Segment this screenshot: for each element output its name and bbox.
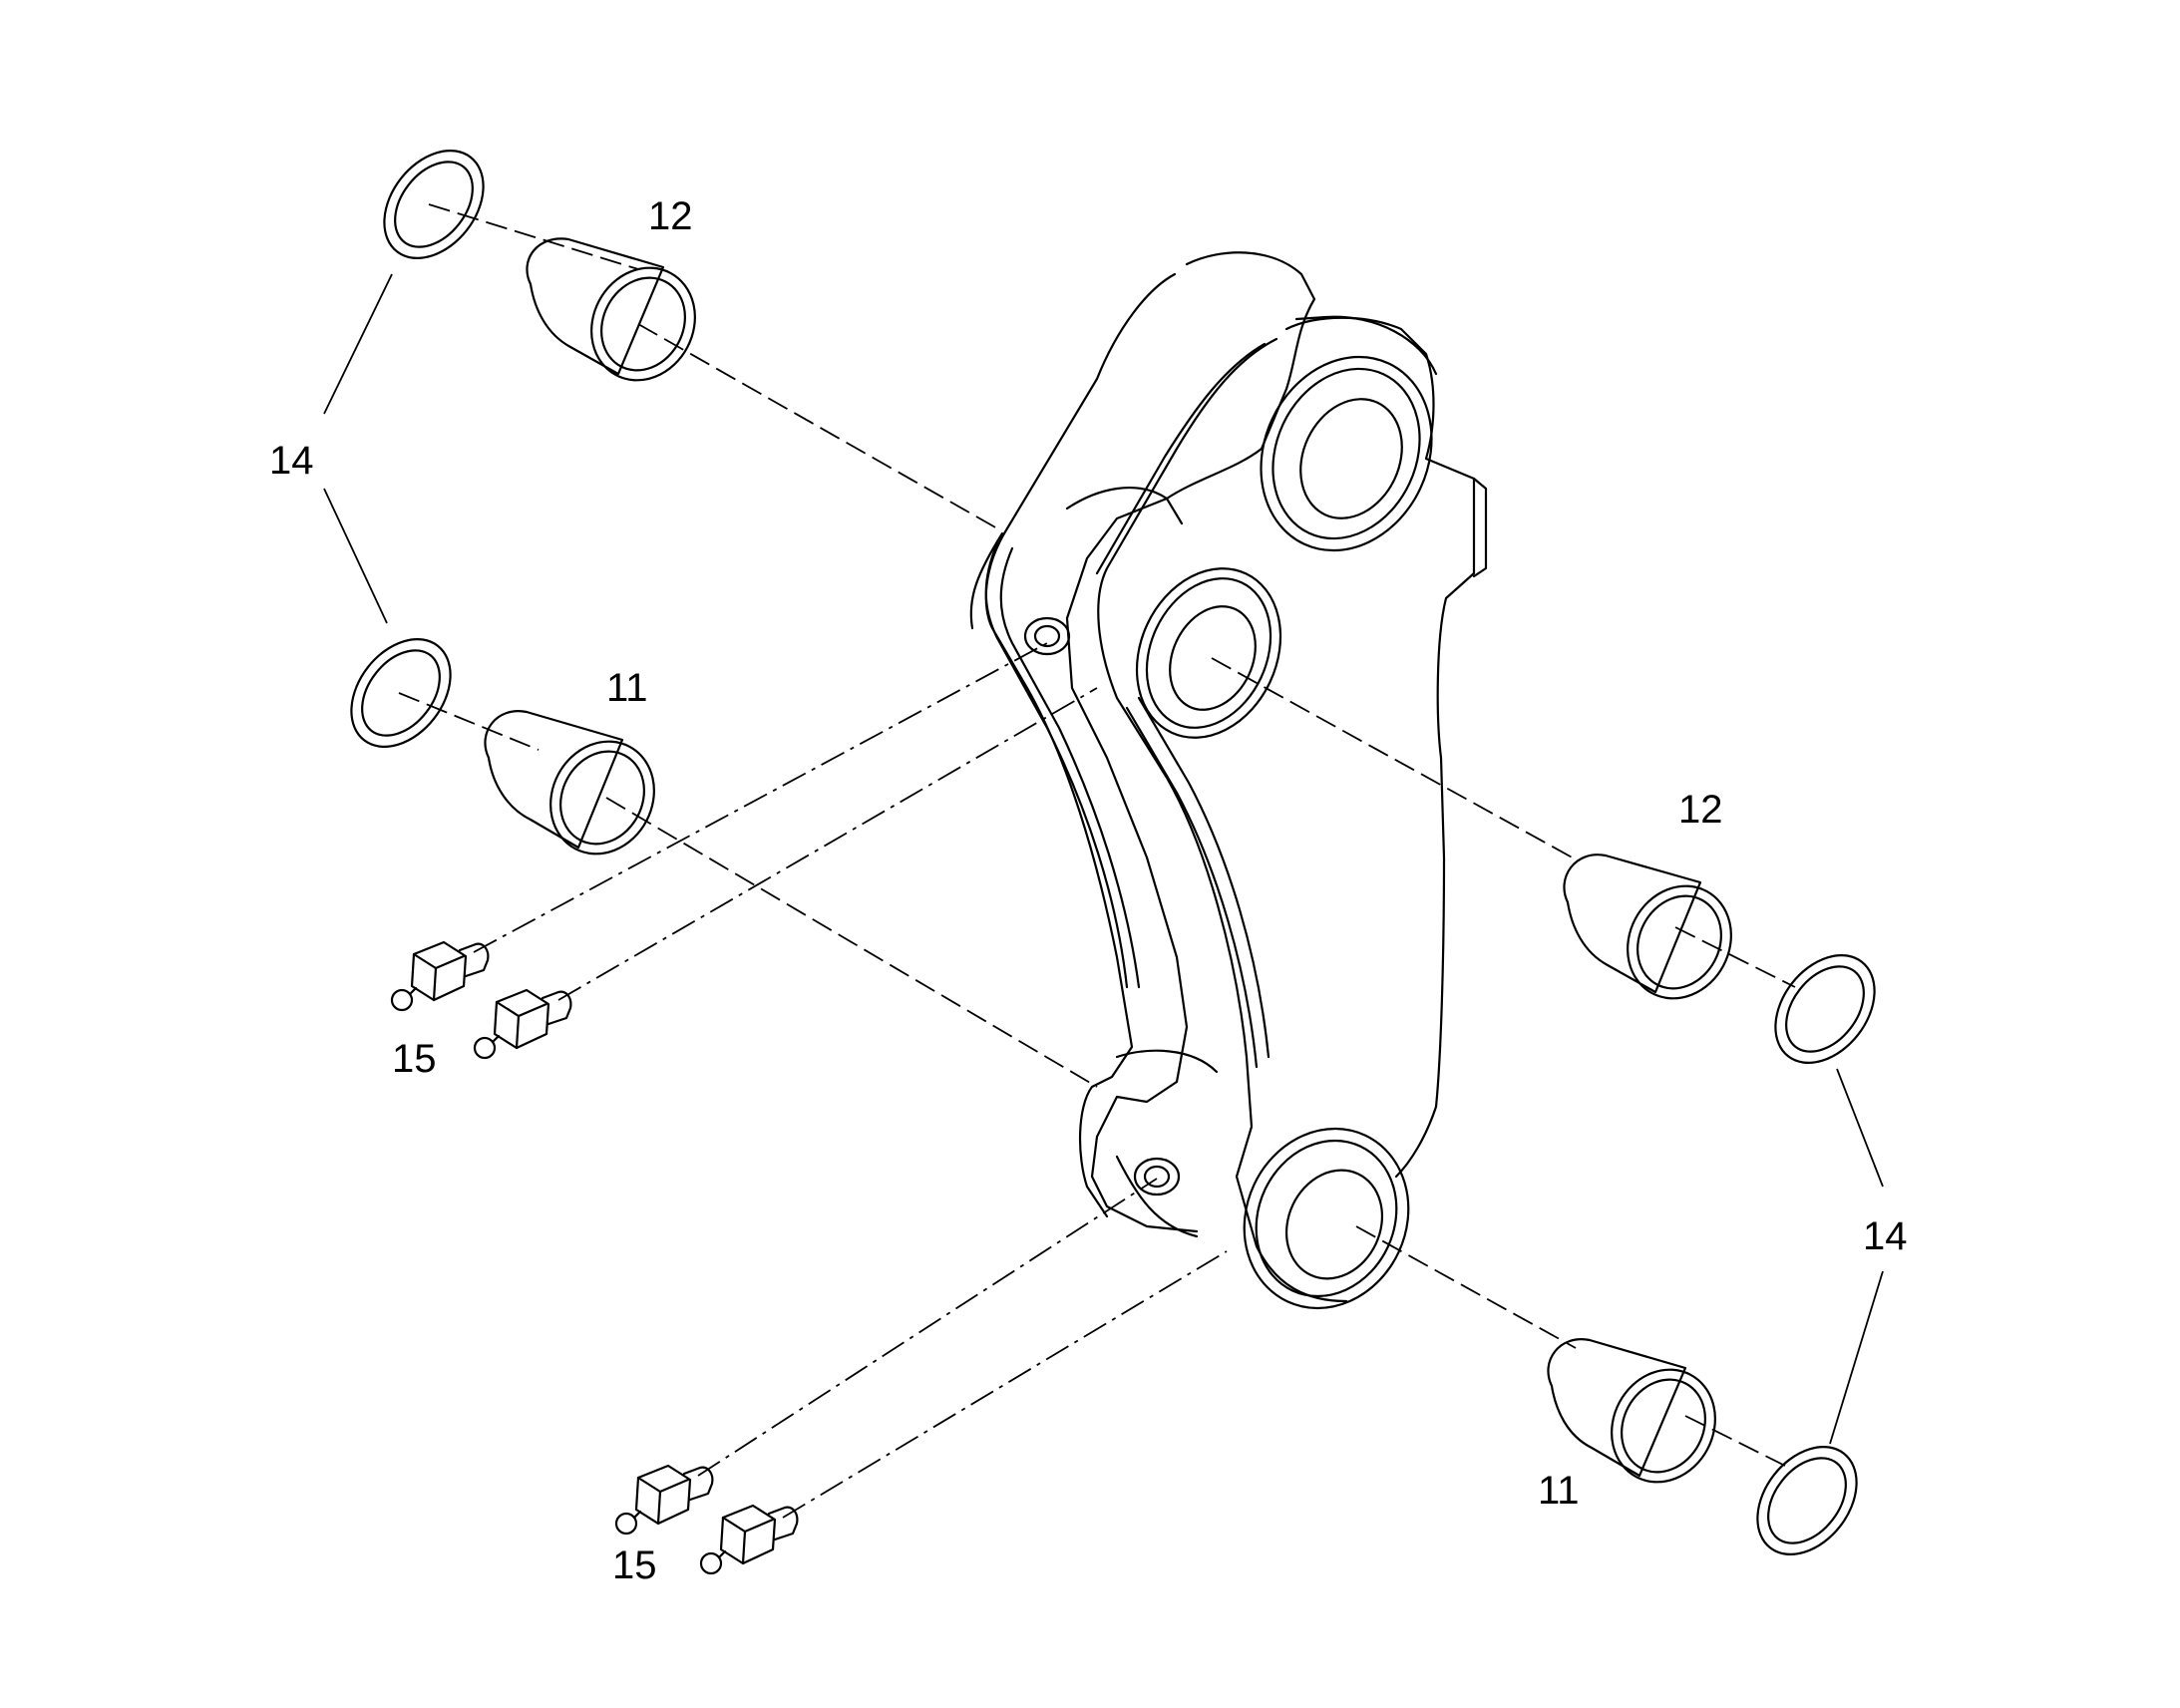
seal-ring-top-left [383,150,485,259]
callout-11-right: 11 [1538,1469,1580,1513]
seal-ring-mid-left [350,638,452,748]
bushing-12-right [1563,854,1732,1000]
bushing-11-right [1547,1338,1716,1484]
seal-ring-bottom-right [1756,1446,1858,1555]
assembly-centerlines [398,203,1796,1519]
callout-12-top: 12 [648,194,693,238]
bushing-11-left [484,710,655,855]
grease-nipple-icon [473,988,572,1060]
grease-nipple-icon [699,1504,799,1575]
grease-nipple-icon [390,940,490,1012]
callout-15-left: 15 [392,1037,437,1081]
grease-nipple-icon [614,1464,714,1536]
callout-15-bottom: 15 [612,1543,657,1587]
callout-12-right: 12 [1678,788,1723,832]
leader-lines [323,273,1884,1445]
callout-14-right: 14 [1863,1214,1908,1258]
callout-14-left: 14 [269,439,314,483]
seal-ring-mid-right [1774,954,1876,1064]
bushing-12-top [526,237,696,382]
link-arm-icon [969,251,1488,1310]
callout-11-left: 11 [606,666,648,710]
